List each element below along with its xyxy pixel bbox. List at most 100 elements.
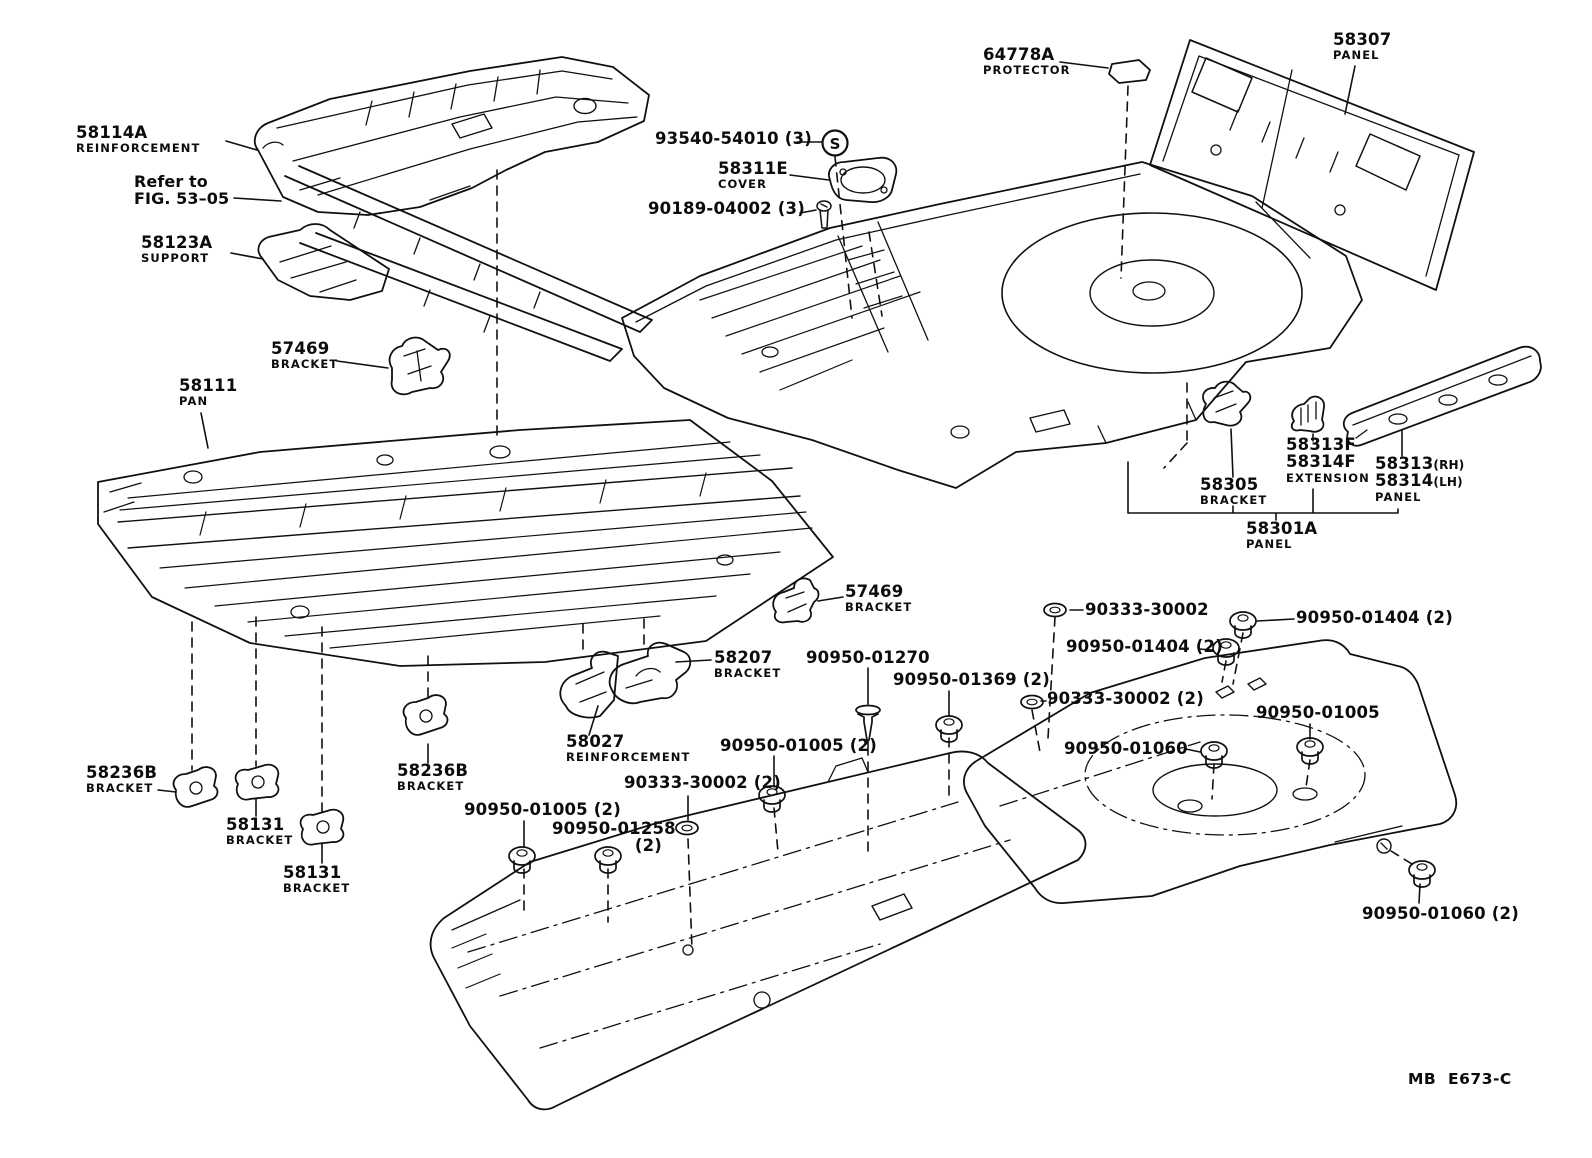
label-58207: 58207 BRACKET <box>714 648 782 681</box>
part-number: 58123A <box>141 233 213 252</box>
part-number: 58236B <box>86 763 158 782</box>
push-pin-icon <box>855 704 881 746</box>
part-name: BRACKET <box>397 779 465 794</box>
part-number: 58314F <box>1286 452 1356 472</box>
protector-drawing <box>1108 59 1151 84</box>
label-58131-lower: 58131 BRACKET <box>283 863 351 896</box>
label-90950-01404-left: 90950-01404 (2) <box>1066 637 1223 656</box>
note-line1: Refer to <box>134 172 208 191</box>
plug-icon <box>508 846 536 874</box>
extension-clip-drawing <box>1290 395 1325 433</box>
part-number: 90333-30002 (2) <box>624 773 781 792</box>
note-line2: FIG. 53–05 <box>134 188 230 208</box>
part-name: PANEL <box>1375 489 1422 504</box>
part-name: BRACKET <box>271 357 339 372</box>
part-side-suffix: (RH) <box>1433 458 1465 472</box>
part-number: 58313F <box>1286 435 1356 454</box>
screw-drawing <box>816 200 832 229</box>
hidden-dashed-lines <box>191 85 1413 951</box>
label-58301a: 58301A PANEL <box>1246 520 1317 552</box>
leader-lines <box>157 61 1421 904</box>
label-90333-30002-right: 90333-30002 (2) <box>1047 689 1204 708</box>
part-number: 58305 <box>1200 475 1259 494</box>
label-57469-lower: 57469 BRACKET <box>845 582 913 615</box>
label-58313f-58314f: 58313F 58314F EXTENSION <box>1286 436 1370 484</box>
rear-end-panel-drawing <box>1149 39 1475 291</box>
label-90950-01005-left: 90950-01005 (2) <box>464 801 621 819</box>
label-93540-54010: 93540-54010 (3) <box>655 129 812 148</box>
part-number: 57469 <box>271 339 330 358</box>
label-58114a: 58114A REINFORCEMENT <box>76 123 201 156</box>
label-90950-01060: 90950-01060 <box>1064 739 1188 758</box>
side-panel-58313-drawing <box>1342 345 1542 447</box>
front-floor-crossmember-drawing <box>254 56 650 216</box>
label-90950-01270: 90950-01270 <box>806 649 930 667</box>
part-name: BRACKET <box>86 781 154 796</box>
label-90333-30002-single: 90333-30002 <box>1085 601 1209 619</box>
part-name: PANEL <box>1333 48 1380 63</box>
part-number: 90950-01060 (2) <box>1362 904 1519 923</box>
label-90950-01258: 90950-01258 (2) <box>552 820 676 856</box>
part-number: 90950-01404 (2) <box>1296 608 1453 627</box>
floor-silencer-rear-drawing <box>963 639 1458 904</box>
front-floor-pan-drawing <box>97 419 834 667</box>
part-number: 58131 <box>226 815 285 834</box>
grommet-icon <box>1043 602 1067 618</box>
grommet-icon <box>675 820 699 836</box>
label-58305: 58305 BRACKET <box>1200 475 1268 508</box>
part-quantity: (2) <box>634 836 662 856</box>
diagram-code: MB E673-C <box>1408 1070 1512 1088</box>
part-name: REINFORCEMENT <box>76 141 201 156</box>
bracket-57469-lower-drawing <box>772 577 820 624</box>
part-number: 58314 <box>1375 471 1434 491</box>
part-number: 58131 <box>283 863 342 882</box>
part-number-line: 58313(RH) <box>1375 455 1464 472</box>
part-number: 93540-54010 (3) <box>655 129 812 148</box>
part-number: 90950-01060 <box>1064 739 1188 758</box>
label-58313-58314: 58313(RH) 58314(LH) PANEL <box>1375 455 1464 503</box>
part-number: 58207 <box>714 648 773 667</box>
s-marker-circle <box>821 129 849 157</box>
floor-silencer-front-drawing <box>429 750 1087 1111</box>
part-name: PAN <box>179 394 209 409</box>
part-number: 58313 <box>1375 454 1434 473</box>
part-number: 90950-01369 (2) <box>893 670 1050 689</box>
brackets-bottom-left-drawing <box>172 694 449 846</box>
part-number: 90333-30002 (2) <box>1047 689 1204 708</box>
service-cover-drawing <box>828 156 898 203</box>
label-58311e: 58311E COVER <box>718 159 788 192</box>
label-64778a: 64778A PROTECTOR <box>983 45 1071 78</box>
plug-icon <box>1229 611 1257 639</box>
part-number: 57469 <box>845 582 904 601</box>
part-name: BRACKET <box>283 881 351 896</box>
part-number: 90950-01005 <box>1256 703 1380 722</box>
part-name: BRACKET <box>226 833 294 848</box>
part-name: BRACKET <box>845 600 913 615</box>
label-58111: 58111 PAN <box>179 377 237 409</box>
label-90950-01060-qty2: 90950-01060 (2) <box>1362 904 1519 923</box>
part-name: BRACKET <box>1200 493 1268 508</box>
part-name: COVER <box>718 177 768 192</box>
part-side-suffix: (LH) <box>1433 475 1463 490</box>
part-number: 58307 <box>1333 30 1392 49</box>
part-name: EXTENSION <box>1286 470 1370 485</box>
part-number: 58311E <box>718 159 788 178</box>
s-marker: S <box>821 129 849 157</box>
grommet-icon <box>1020 694 1044 710</box>
part-name: PANEL <box>1246 537 1293 552</box>
s-marker-letter: S <box>830 135 841 153</box>
bracket-58305-drawing <box>1202 380 1252 427</box>
part-number: 90189-04002 (3) <box>648 199 805 218</box>
part-number: 58114A <box>76 123 148 142</box>
part-number: 90950-01404 (2) <box>1066 637 1223 656</box>
part-name: BRACKET <box>714 666 782 681</box>
label-58307: 58307 PANEL <box>1333 30 1392 63</box>
plug-icon <box>1408 860 1436 888</box>
part-number: 58236B <box>397 761 469 780</box>
part-name: PROTECTOR <box>983 63 1071 78</box>
part-name: REINFORCEMENT <box>566 750 691 765</box>
label-90950-01369: 90950-01369 (2) <box>893 670 1050 689</box>
part-number: 64778A <box>983 45 1055 64</box>
